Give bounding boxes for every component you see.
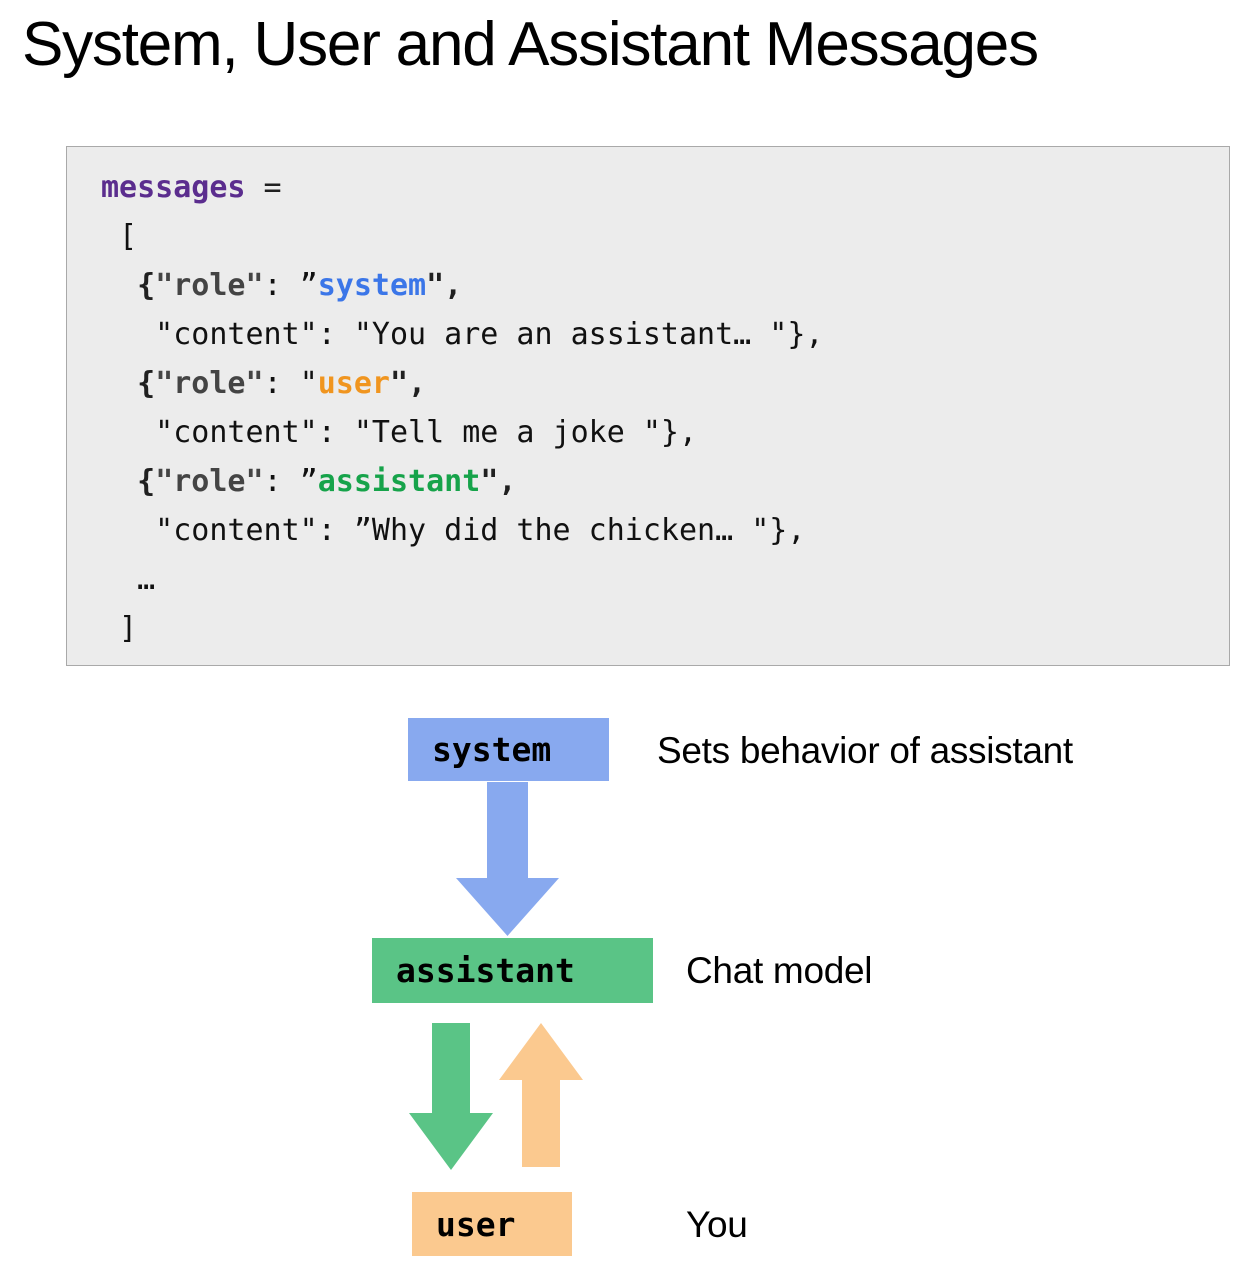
code-token: "content": "Tell me a joke "},	[101, 415, 698, 450]
code-token: "role"	[155, 268, 264, 303]
arrow-system-to-assistant-icon	[455, 782, 560, 937]
diagram-box-system-label: system	[432, 730, 552, 769]
code-line: …	[101, 555, 823, 604]
code-token: =	[245, 170, 300, 205]
code-token: :	[263, 464, 300, 499]
code-token: "role"	[155, 366, 264, 401]
diagram-box-system[interactable]: system	[408, 718, 609, 781]
code-token: ”	[299, 268, 318, 303]
diagram-box-user-label: user	[436, 1204, 516, 1244]
code-line: "content": "Tell me a joke "},	[101, 408, 823, 457]
code-token: …	[101, 562, 156, 597]
diagram-label-system: Sets behavior of assistant	[657, 730, 1073, 771]
diagram-label-user: You	[686, 1204, 748, 1245]
code-token: ”	[299, 464, 318, 499]
diagram-label-assistant: Chat model	[686, 950, 873, 991]
code-token: {	[101, 366, 156, 401]
diagram-box-assistant-label: assistant	[396, 951, 575, 990]
code-token: messages	[101, 170, 246, 205]
diagram-box-assistant[interactable]: assistant	[372, 938, 653, 1003]
code-token: :	[263, 268, 300, 303]
code-token: "content": "You are an assistant… "},	[101, 317, 824, 352]
code-line: "content": "You are an assistant… "},	[101, 310, 823, 359]
arrow-user-to-assistant-icon	[498, 1023, 584, 1168]
diagram-box-user[interactable]: user	[412, 1192, 572, 1256]
code-token: ",	[426, 268, 463, 303]
code-token: assistant	[317, 464, 481, 499]
message-flow-diagram: system Sets behavior of assistant assist…	[0, 690, 1260, 1282]
code-line: {"role": "user",	[101, 359, 823, 408]
code-token: "role"	[155, 464, 264, 499]
code-token: :	[263, 366, 300, 401]
code-block: messages = [ {"role": ”system", "content…	[66, 146, 1230, 666]
code-token: "content": ”Why did the chicken… "},	[101, 513, 806, 548]
code-token: {	[101, 268, 156, 303]
page-title: System, User and Assistant Messages	[22, 10, 1039, 79]
code-line: messages =	[101, 163, 823, 212]
code-listing: messages = [ {"role": ”system", "content…	[101, 163, 823, 653]
arrow-assistant-to-user-icon	[408, 1023, 494, 1171]
code-line: "content": ”Why did the chicken… "},	[101, 506, 823, 555]
code-line: {"role": ”assistant",	[101, 457, 823, 506]
code-token: ",	[390, 366, 427, 401]
code-token: system	[317, 268, 427, 303]
code-line: ]	[101, 604, 823, 653]
code-line: [	[101, 212, 823, 261]
code-token: "	[299, 366, 318, 401]
code-token: ",	[480, 464, 517, 499]
code-line: {"role": ”system",	[101, 261, 823, 310]
code-token: {	[101, 464, 156, 499]
code-token: [	[101, 219, 138, 254]
code-token: ]	[101, 611, 138, 646]
code-token: user	[317, 366, 390, 401]
